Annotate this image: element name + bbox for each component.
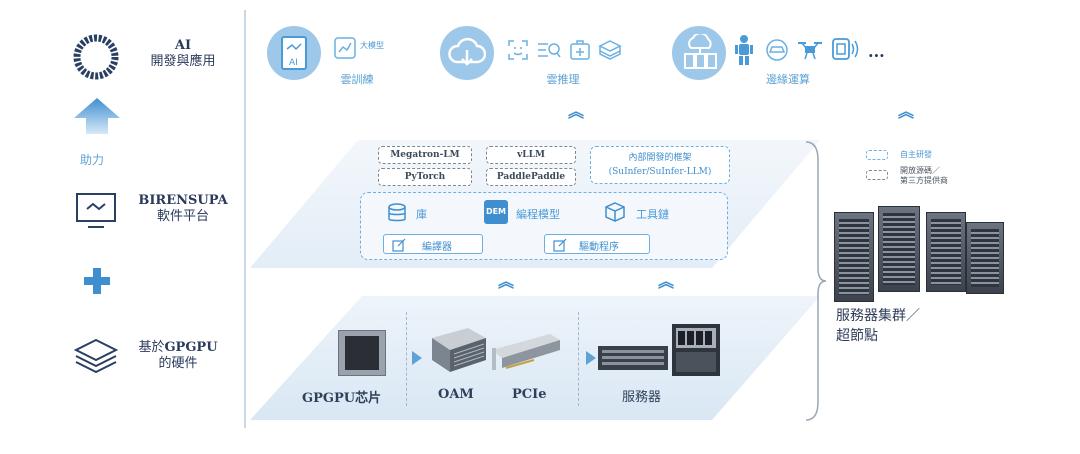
compiler-label: 編譯器 bbox=[422, 242, 452, 253]
up-chevron-1: ︽ bbox=[567, 102, 584, 121]
ai-doc-icon bbox=[280, 35, 308, 71]
face-scan-icon bbox=[506, 38, 530, 62]
cluster-server-2 bbox=[878, 206, 920, 292]
ai-tag: AI bbox=[289, 58, 298, 68]
pcie-card-image bbox=[490, 330, 562, 374]
legend-self-label: 自主研發 bbox=[900, 150, 932, 159]
hardware-label: 基於GPGPU 的硬件 bbox=[138, 340, 218, 371]
programming-model-label: 編程模型 bbox=[516, 208, 560, 221]
edit-icon bbox=[553, 238, 567, 252]
arrow-right-icon bbox=[586, 350, 596, 365]
pcie-label: PCIe bbox=[512, 387, 547, 402]
edge-server-icon bbox=[682, 32, 718, 72]
car-icon bbox=[764, 38, 790, 62]
framework-paddlepaddle: PaddlePaddle bbox=[486, 168, 576, 186]
arrow-right-icon bbox=[412, 350, 422, 365]
medical-kit-icon bbox=[568, 38, 592, 62]
plus-icon bbox=[82, 266, 112, 296]
oam-label: OAM bbox=[438, 387, 474, 402]
oam-module-image bbox=[428, 324, 488, 376]
cluster-server-3 bbox=[926, 212, 966, 292]
monitor-icon bbox=[74, 191, 118, 231]
library-label: 庫 bbox=[416, 208, 427, 221]
gpgpu-chip-label: GPGPU芯片 bbox=[302, 391, 382, 406]
cloud-inference-label: 雲推理 bbox=[546, 73, 580, 86]
edit-icon bbox=[392, 238, 406, 252]
up-chevron-4: ︽ bbox=[657, 272, 674, 291]
framework-megatron: Megatron-LM bbox=[378, 146, 472, 164]
database-icon bbox=[386, 202, 408, 224]
divider bbox=[244, 10, 246, 428]
legend-self-swatch bbox=[866, 150, 888, 160]
gpgpu-chip-image bbox=[338, 330, 386, 376]
more-ellipsis: ... bbox=[868, 42, 885, 61]
framework-pytorch: PyTorch bbox=[378, 168, 472, 186]
framework-vllm: vLLM bbox=[486, 146, 576, 164]
layers-icon bbox=[72, 336, 120, 378]
drone-icon bbox=[796, 38, 824, 62]
cloud-training-label: 雲訓練 bbox=[340, 73, 374, 86]
ai-ring-icon bbox=[73, 34, 119, 80]
up-arrow-icon bbox=[72, 96, 122, 136]
driver-box: 驅動程序 bbox=[544, 234, 650, 254]
cluster-server-4 bbox=[966, 222, 1004, 294]
legend-open-swatch bbox=[866, 170, 888, 180]
edge-computing-label: 邊緣運算 bbox=[766, 73, 810, 86]
cluster-label: 服務器集群／ 超節點 bbox=[836, 308, 920, 344]
up-chevron-2: ︽ bbox=[897, 102, 914, 121]
brace-bracket bbox=[804, 140, 828, 422]
search-list-icon bbox=[536, 38, 562, 62]
robot-icon bbox=[735, 34, 753, 66]
toolchain-label: 工具鏈 bbox=[636, 208, 669, 221]
assist-label: 助力 bbox=[80, 153, 105, 167]
cube-stack-icon bbox=[597, 38, 623, 62]
internal-framework: 內部開發的框架 (SuInfer/SuInfer-LLM) bbox=[590, 146, 730, 184]
legend-open-label: 開放源碼／ 第三方提供商 bbox=[900, 166, 948, 185]
dem-icon: DEM bbox=[484, 200, 508, 224]
cluster-server-1 bbox=[834, 212, 874, 302]
compiler-box: 編譯器 bbox=[383, 234, 483, 254]
smart-card-icon bbox=[830, 36, 860, 62]
dashed-divider-1 bbox=[406, 312, 407, 406]
platform-label: BIRENSUPA 軟件平台 bbox=[138, 193, 228, 224]
up-chevron-3: ︽ bbox=[497, 272, 514, 291]
chart-icon bbox=[333, 36, 357, 60]
gpu-server-image bbox=[670, 322, 722, 378]
cube-icon bbox=[604, 201, 626, 223]
big-model-label: 大模型 bbox=[360, 41, 384, 50]
rack-server-image bbox=[598, 344, 668, 372]
dashed-divider-2 bbox=[578, 312, 579, 406]
cloud-download-icon bbox=[448, 36, 487, 70]
server-label: 服務器 bbox=[622, 390, 662, 405]
ai-label: AI 開發與應用 bbox=[150, 38, 216, 69]
driver-label: 驅動程序 bbox=[579, 242, 619, 253]
